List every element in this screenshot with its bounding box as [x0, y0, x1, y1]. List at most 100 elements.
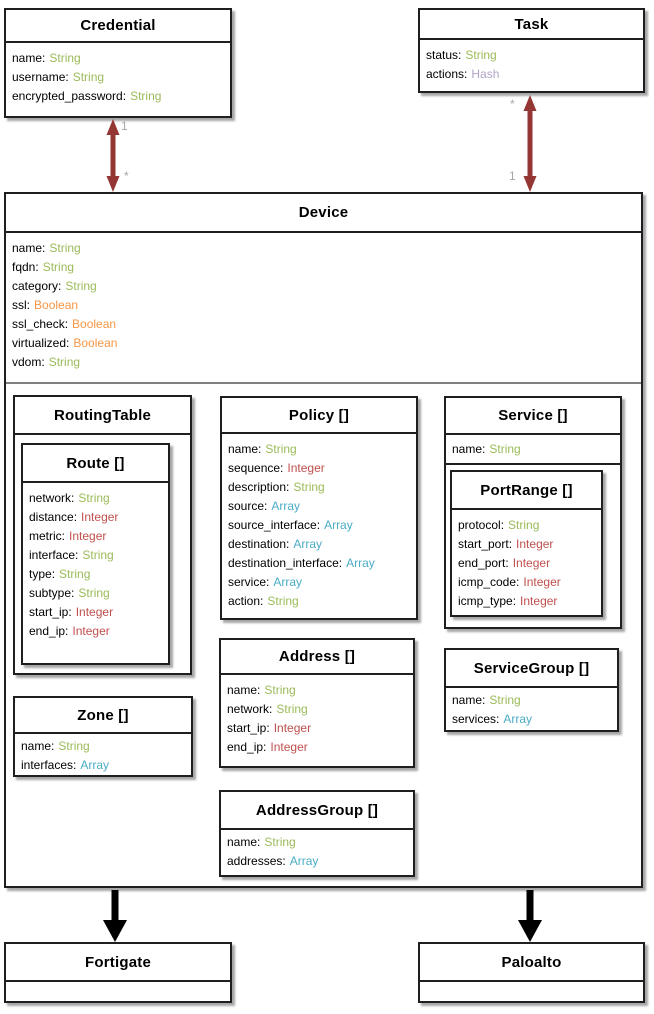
field-name: service	[228, 575, 269, 589]
field-name: name	[227, 683, 260, 697]
field-type: Integer	[270, 740, 308, 754]
class-fields-service: name String	[446, 435, 620, 465]
field-row: sourceArray	[228, 497, 412, 516]
field-name: interface	[29, 548, 78, 562]
class-fields-zone: name String interfaces Array	[15, 734, 191, 775]
field-name: name	[21, 739, 54, 753]
field-name: icmp_code	[458, 575, 519, 589]
field-name: end_ip	[29, 624, 68, 638]
field-row: networkString	[227, 700, 409, 719]
field-row: distanceInteger	[29, 508, 164, 527]
field-type: String	[264, 683, 296, 697]
field-row: start_ipInteger	[29, 603, 164, 622]
field-row: metricInteger	[29, 527, 164, 546]
field-row: interfaces Array	[21, 756, 187, 775]
field-name: encrypted_password	[12, 89, 126, 103]
class-box-portrange: PortRange [] protocolString start_portIn…	[450, 470, 603, 617]
multiplicity-label: 1	[509, 169, 516, 183]
field-type: String	[130, 89, 162, 103]
field-row: end_ipInteger	[29, 622, 164, 641]
field-name: start_ip	[227, 721, 270, 735]
multiplicity-label: 1	[121, 119, 128, 133]
field-type: Integer	[273, 721, 312, 735]
field-type: Boolean	[72, 317, 117, 331]
field-type: Integer	[512, 556, 551, 570]
field-row: encrypted_password String	[12, 87, 226, 106]
class-fields-policy: nameString sequenceInteger descriptionSt…	[222, 434, 416, 611]
device-fortigate-arrow	[103, 890, 127, 942]
field-type: Array	[273, 575, 303, 589]
field-row: end_portInteger	[458, 554, 597, 573]
class-fields-address: name String networkString start_ipInteger…	[221, 675, 413, 757]
field-type: String	[58, 739, 90, 753]
field-name: source	[228, 499, 267, 513]
field-name: name	[228, 442, 261, 456]
class-fields-servicegroup: nameString servicesArray	[446, 688, 617, 729]
field-name: name	[452, 693, 485, 707]
field-type: String	[293, 480, 325, 494]
field-row: subtype String	[29, 584, 164, 603]
field-type: Hash	[471, 67, 500, 81]
field-name: subtype	[29, 586, 74, 600]
class-title-policy: Policy []	[222, 398, 416, 434]
field-row: actionString	[228, 592, 412, 611]
field-type: String	[82, 548, 114, 562]
field-name: ssl_check	[12, 317, 68, 331]
field-row: end_ip Integer	[227, 738, 409, 757]
class-fields-route: networkString distanceInteger metricInte…	[23, 483, 168, 641]
class-fields-task: statusString actions Hash	[420, 40, 643, 84]
field-name: network	[227, 702, 272, 716]
field-name: interfaces	[21, 758, 76, 772]
field-row: networkString	[29, 489, 164, 508]
field-row: statusString	[426, 46, 639, 65]
field-type: Array	[80, 758, 110, 772]
class-box-paloalto: Paloalto	[418, 942, 645, 1003]
field-type: String	[78, 586, 110, 600]
field-type: String	[489, 442, 521, 456]
field-row: virtualized Boolean	[12, 334, 637, 353]
field-type: Boolean	[73, 336, 118, 350]
class-box-policy: Policy [] nameString sequenceInteger des…	[220, 396, 418, 620]
field-row: destinationArray	[228, 535, 412, 554]
class-box-route: Route [] networkString distanceInteger m…	[21, 443, 170, 665]
class-title-routingtable: RoutingTable	[15, 397, 190, 435]
class-title-addressgroup: AddressGroup []	[221, 792, 413, 830]
field-name: end_port	[458, 556, 509, 570]
field-type: Array	[346, 556, 375, 570]
field-row: protocolString	[458, 516, 597, 535]
device-paloalto-arrow	[518, 890, 542, 942]
field-row: name String	[227, 681, 409, 700]
field-row: start_portInteger	[458, 535, 597, 554]
field-name: start_ip	[29, 605, 72, 619]
class-fields-device: nameString fqdnString categoryString ssl…	[6, 233, 641, 384]
field-name: metric	[29, 529, 65, 543]
field-row: sequenceInteger	[228, 459, 412, 478]
field-name: actions	[426, 67, 467, 81]
field-type: Integer	[75, 605, 114, 619]
class-title-service: Service []	[446, 398, 620, 435]
class-title-address: Address []	[221, 640, 413, 675]
field-name: end_ip	[227, 740, 266, 754]
class-box-servicegroup: ServiceGroup [] nameString servicesArray	[444, 648, 619, 732]
field-type: String	[78, 491, 110, 505]
class-box-fortigate: Fortigate	[4, 942, 232, 1003]
class-box-task: Task statusString actionsHash	[418, 8, 645, 93]
field-type: Integer	[516, 537, 554, 551]
field-type: Integer	[520, 594, 558, 608]
field-name: sequence	[228, 461, 283, 475]
field-row: destination_interfaceArray	[228, 554, 412, 573]
field-name: virtualized	[12, 336, 69, 350]
class-title-zone: Zone []	[15, 698, 191, 734]
field-name: source_interface	[228, 518, 320, 532]
field-row: nameString	[227, 833, 409, 852]
field-name: name	[452, 442, 485, 456]
class-box-zone: Zone [] name String interfaces Array	[13, 696, 193, 777]
field-row: ssl_check Boolean	[12, 315, 637, 334]
field-name: description	[228, 480, 289, 494]
class-title-route: Route []	[23, 445, 168, 483]
field-type: String	[265, 442, 297, 456]
field-type: String	[489, 693, 521, 707]
field-row: start_ipInteger	[227, 719, 409, 738]
field-row: icmp_codeInteger	[458, 573, 597, 592]
